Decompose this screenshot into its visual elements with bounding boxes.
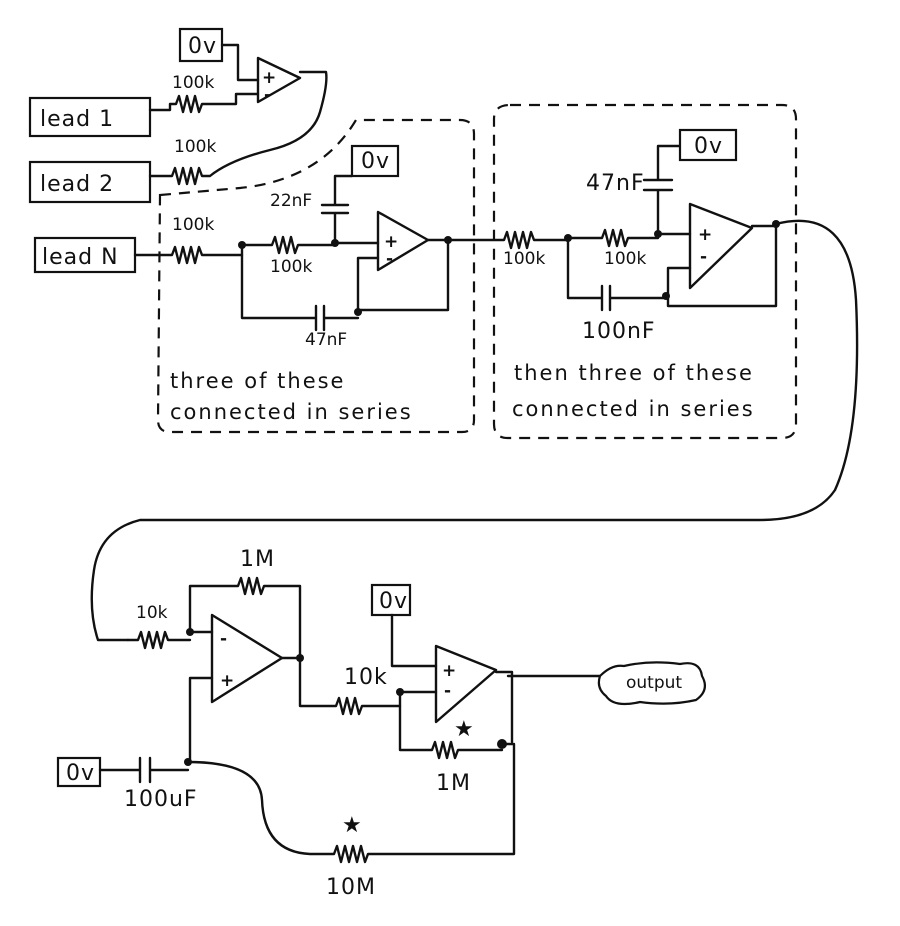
- stage1-input-resistor-label: 100k: [172, 215, 214, 235]
- feedback-resistor-1m-2-label: 1M: [436, 771, 471, 796]
- stage2-dashed-boundary: [492, 103, 798, 440]
- stage2-opamp-minus: -: [700, 247, 707, 267]
- ground-label-cap: 0v: [66, 761, 95, 786]
- lead1-label: lead 1: [40, 107, 114, 132]
- stage1-filter: 100k 100k 22nF 0v + - 47nF three of thes…: [133, 118, 476, 434]
- ground-box-cap: [56, 756, 102, 788]
- stage2-opamp: [688, 202, 754, 290]
- stage1-ground-box: [350, 144, 400, 178]
- lead1-box: [28, 96, 152, 138]
- opamp-inverting: [210, 613, 284, 704]
- stage2-feedback-capacitor-label: 100nF: [582, 319, 656, 344]
- output-bubble: [597, 661, 707, 706]
- capacitor-100uf-label: 100uF: [124, 787, 198, 812]
- stage2-ground-capacitor-label: 47nF: [586, 171, 645, 196]
- stage1-feedback-capacitor-label: 47nF: [305, 330, 347, 350]
- opamp-inverting-plus: +: [220, 671, 234, 691]
- interstage-wire: [90, 219, 859, 642]
- stage1-opamp-minus: -: [386, 249, 393, 269]
- feedback-resistor-1m-label: 1M: [240, 547, 275, 572]
- loop-resistor-10m-label: 10M: [326, 875, 376, 900]
- ground-label: 0v: [188, 34, 217, 59]
- ground-box: [178, 27, 224, 63]
- stage2-series-resistor-label: 100k: [604, 249, 646, 269]
- stage2-note-line1: then three of these: [514, 361, 754, 385]
- stage1-note-line2: connected in series: [170, 400, 413, 424]
- leadN-box: [33, 236, 137, 274]
- stage1-note-line1: three of these: [170, 369, 345, 393]
- opamp-minus-pin: -: [264, 85, 271, 105]
- leadN-label: lead N: [42, 245, 119, 270]
- star-marker-10m: ★: [342, 813, 363, 838]
- opamp-output-minus: -: [444, 681, 451, 701]
- mid-resistor-10k-label: 10k: [344, 665, 388, 690]
- stage2-filter: 100k 100k 47nF 0v + - 100nF then three o…: [446, 103, 798, 440]
- mixer-opamp: [256, 56, 302, 104]
- output-label: output: [626, 673, 682, 693]
- output-stage: 10k 1M - + 0v 100uF 10k 0v + - 1M ★: [56, 547, 707, 900]
- stage2-opamp-plus: +: [698, 225, 712, 245]
- ground-label-opamp2: 0v: [379, 589, 408, 614]
- opamp-output: [434, 644, 498, 724]
- stage1-series-resistor-label: 100k: [270, 257, 312, 277]
- stage1-dashed-boundary: [156, 118, 476, 434]
- stage1-ground-capacitor-label: 22nF: [270, 191, 312, 211]
- input-mixer: 0v + - lead 1 100k lead 2 100k lead N: [28, 27, 328, 274]
- input-resistor-10k-label: 10k: [136, 603, 168, 623]
- lead2-resistor-label: 100k: [174, 137, 216, 157]
- lead1-resistor-label: 100k: [172, 73, 214, 93]
- stage2-ground-label: 0v: [694, 134, 723, 159]
- opamp-plus-pin: +: [262, 68, 276, 88]
- lead2-box: [28, 160, 152, 204]
- stage2-note-line2: connected in series: [512, 397, 755, 421]
- stage2-ground-box: [678, 128, 738, 162]
- opamp-output-plus: +: [442, 661, 456, 681]
- stage1-opamp-plus: +: [384, 232, 398, 252]
- star-marker-1m: ★: [454, 717, 475, 742]
- stage2-input-resistor-label: 100k: [503, 249, 545, 269]
- lead2-label: lead 2: [40, 172, 114, 197]
- stage1-opamp: [376, 210, 430, 272]
- stage1-ground-label: 0v: [361, 149, 390, 174]
- opamp-inverting-minus: -: [220, 629, 227, 649]
